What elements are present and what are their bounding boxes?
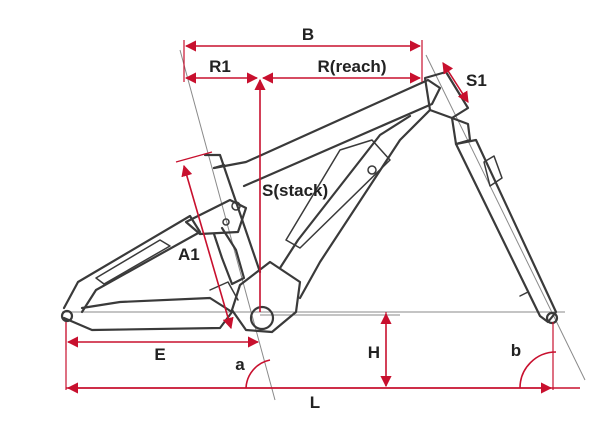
label-e: E [154, 345, 165, 364]
label-h: H [368, 343, 380, 362]
label-r1: R1 [209, 57, 231, 76]
label-a: a [235, 355, 245, 374]
seat-stay-cutout [95, 239, 171, 285]
rear-shock [212, 226, 246, 286]
chain-stay [62, 296, 234, 332]
a1-extension [175, 151, 213, 163]
bottom-bracket [249, 305, 275, 331]
fork-leg [454, 138, 558, 324]
label-a1: A1 [178, 245, 200, 264]
down-tube-battery-cover [285, 139, 391, 249]
fork-lower [519, 291, 535, 305]
fork-brake-mount [483, 155, 503, 187]
front-dropout [545, 311, 559, 325]
fork-crown [450, 116, 472, 146]
seat-stay [62, 214, 202, 314]
chain-stay-pivot [209, 281, 239, 301]
bike-frame [60, 70, 559, 334]
label-l: L [310, 393, 320, 412]
motor-housing [230, 260, 302, 334]
top-tube [212, 78, 442, 188]
dimension-labels: B R1 R(reach) S1 S(stack) A1 E a H b L [154, 25, 521, 412]
label-s1: S1 [466, 71, 487, 90]
s1-dimension-line [442, 62, 469, 103]
frame-pivot-bolt [367, 165, 377, 175]
a1-dimension-line [181, 164, 234, 330]
dimension-lines [65, 40, 580, 394]
angle-b-arc [519, 351, 557, 389]
down-tube [278, 108, 432, 300]
label-reach: R(reach) [318, 57, 387, 76]
rear-dropout [60, 309, 74, 323]
label-stack: S(stack) [262, 181, 328, 200]
head-tube-axis-line [425, 54, 586, 381]
label-b-angle: b [511, 341, 521, 360]
angle-a-arc [245, 359, 271, 389]
head-tube [423, 70, 470, 120]
label-b: B [302, 25, 314, 44]
